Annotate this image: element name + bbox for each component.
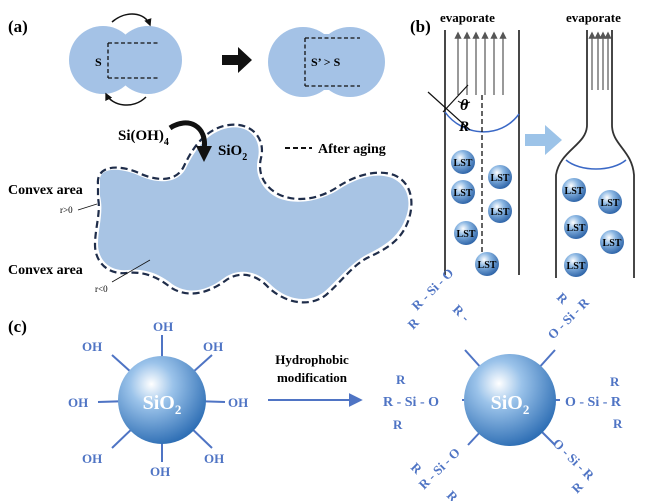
tangent-line [427, 91, 471, 131]
r-label: R [393, 417, 403, 432]
deposition-arrow-head [196, 146, 212, 162]
radius-label-positive: r>0 [60, 205, 73, 215]
neck-label-s-prime: S’ > S [311, 55, 341, 69]
evaporate-label-left: evaporate [440, 10, 495, 25]
r-label: R [610, 374, 620, 389]
aged-outline [93, 123, 413, 304]
hydroxyl-label: OH [82, 451, 102, 466]
lst-particle: LST [598, 190, 622, 214]
silica-sphere-hydroxyl: SiO2 OH OH OH OH OH OH OH OH [68, 319, 248, 479]
pore-tube-left: evaporate θ R [427, 10, 520, 275]
silica-sphere-left [118, 356, 206, 444]
svg-text:LST: LST [491, 173, 510, 184]
pointer-top [77, 203, 98, 211]
evaporate-label-right: evaporate [566, 10, 621, 25]
pore-tube-right: evaporate [555, 10, 635, 278]
hydroxyl-label: OH [68, 395, 88, 410]
silyl-group-top-left: R- [450, 302, 473, 325]
reaction-label-bottom: modification [277, 370, 348, 385]
lst-particles: LST LST LST LST LST LST LST LST LST LST … [451, 150, 624, 277]
r-label: R [405, 314, 423, 332]
radius-line [442, 84, 469, 113]
lst-particle: LST [564, 253, 588, 277]
curved-arrow-bottom [105, 92, 147, 106]
neck-label-s: S [95, 55, 102, 69]
r-label: R [396, 372, 406, 387]
lst-particle: LST [451, 180, 475, 204]
transition-arrow [222, 47, 252, 73]
silyl-group-top-right: O - Si - R [545, 294, 593, 342]
hydroxyl-label: OH [82, 339, 102, 354]
shrink-arrow [525, 125, 562, 155]
particle-pair-before: S [69, 13, 182, 106]
lst-particle: LST [475, 252, 499, 276]
precursor-label: Si(OH)4 [118, 128, 169, 148]
r-label: R [613, 416, 623, 431]
convex-area-label-top: Convex area [8, 183, 83, 198]
hydroxyl-label: OH [204, 451, 224, 466]
panel-b-label: (b) [410, 17, 431, 36]
lst-particle: LST [454, 221, 478, 245]
lst-particle: LST [564, 215, 588, 239]
radius-label-negative: r<0 [95, 284, 108, 294]
deposition-arrow [168, 120, 207, 151]
lst-particle: LST [451, 150, 475, 174]
core-label-left: SiO2 [143, 392, 182, 417]
svg-text:LST: LST [491, 207, 510, 218]
lst-particle: LST [562, 178, 586, 202]
panel-a-label: (a) [8, 17, 28, 36]
silyl-group-left: R - Si - O [383, 395, 439, 410]
convex-area-label-bottom: Convex area [8, 263, 83, 278]
particle-pair-after: S’ > S [268, 27, 385, 97]
curved-arrow-top [111, 13, 152, 27]
r-label: R [444, 488, 462, 501]
svg-text:LST: LST [565, 186, 584, 197]
silica-sphere-right [464, 354, 556, 446]
meniscus-right [565, 159, 627, 170]
svg-text:LST: LST [454, 188, 473, 199]
meniscus-left [444, 111, 520, 133]
lst-particle: LST [488, 165, 512, 189]
theta-label: θ [460, 97, 469, 114]
gel-network-shape [98, 127, 409, 299]
lst-particle: LST [488, 199, 512, 223]
panel-b: (b) evaporate θ R evaporate [410, 10, 635, 278]
hydroxyl-label: OH [203, 339, 223, 354]
pointer-bottom [111, 259, 151, 283]
product-label: SiO2 [218, 143, 247, 163]
hydroxyl-label: OH [153, 319, 173, 334]
svg-text:LST: LST [603, 238, 622, 249]
hydroxyl-label: OH [228, 395, 248, 410]
radius-symbol: R [458, 119, 469, 135]
legend-label: After aging [318, 142, 386, 157]
panel-a: (a) S S’ > S Si(OH)4 SiO2 [8, 13, 413, 304]
hydroxyl-label: OH [150, 464, 170, 479]
silyl-group-top-left: R- Si - O [409, 265, 457, 313]
svg-text:LST: LST [478, 260, 497, 271]
r-label: R [569, 478, 587, 496]
panel-c-label: (c) [8, 317, 27, 336]
reaction-label-top: Hydrophobic [275, 352, 349, 367]
svg-text:LST: LST [567, 223, 586, 234]
svg-text:LST: LST [601, 198, 620, 209]
svg-text:LST: LST [454, 158, 473, 169]
lst-particle: LST [600, 230, 624, 254]
r-label: R [554, 290, 572, 308]
silyl-group-bottom-right: O - Si - R [550, 436, 598, 484]
silica-sphere-silylated: SiO2 O - Si - R R R R - Si - O R R R- Si… [383, 265, 623, 501]
svg-text:LST: LST [457, 229, 476, 240]
silyl-group-right: O - Si - R [565, 395, 622, 410]
svg-text:LST: LST [567, 261, 586, 272]
core-label-right: SiO2 [491, 392, 530, 417]
